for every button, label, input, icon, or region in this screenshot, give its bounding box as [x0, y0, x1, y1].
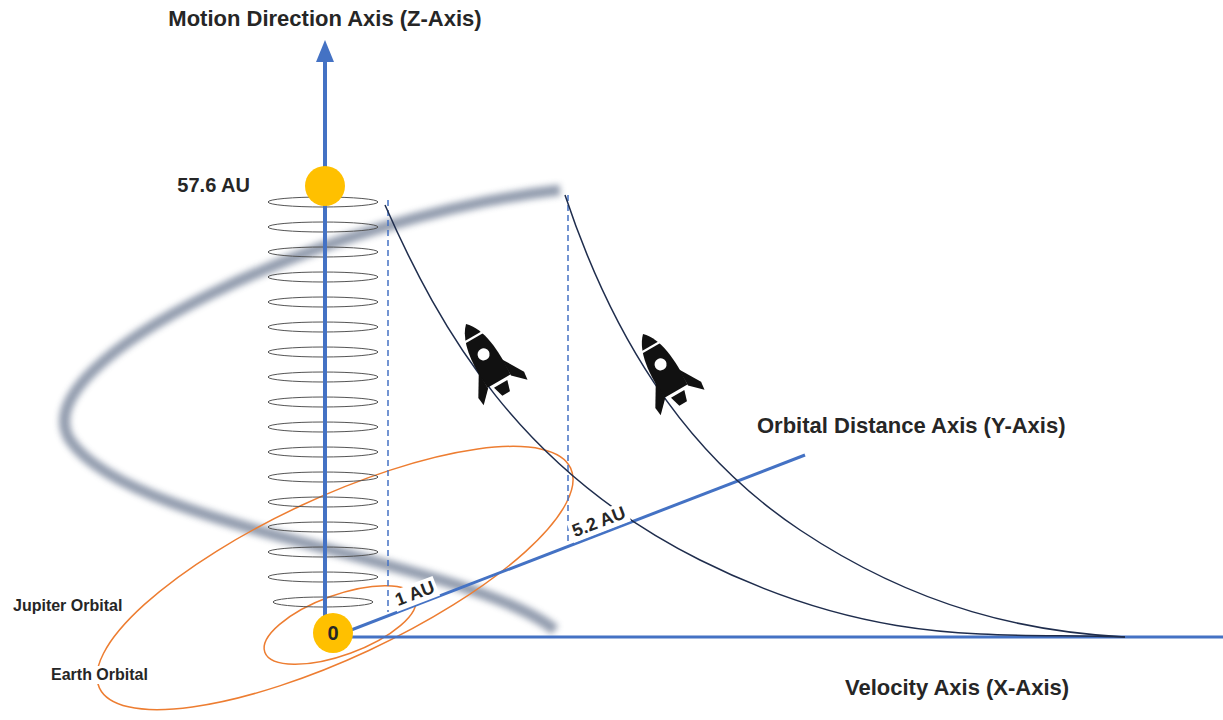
rocket-icon — [620, 321, 706, 417]
orbit-label: Earth Orbital — [48, 666, 151, 684]
projection-line — [567, 195, 569, 543]
trajectory — [565, 195, 1125, 637]
y-axis — [333, 455, 805, 637]
origin-label: 0 — [327, 623, 338, 643]
earth-orbit — [255, 569, 426, 680]
sun-origin: 0 — [313, 613, 353, 653]
axis-label: Velocity Axis (X-Axis) — [845, 675, 1069, 700]
axis-label: Orbital Distance Axis (Y-Axis) — [757, 413, 1066, 438]
distance-label: 5.2 AU — [567, 501, 632, 542]
galactic-helix — [65, 190, 560, 630]
z-axis-arrowhead — [316, 40, 334, 62]
distance-label: 57.6 AU — [177, 174, 250, 197]
trajectory — [385, 205, 1125, 637]
distance-label: 1 AU — [390, 576, 441, 612]
projection-line — [387, 200, 389, 612]
axis-label: Motion Direction Axis (Z-Axis) — [168, 6, 481, 31]
z-axis — [323, 60, 327, 635]
sun-position — [305, 166, 345, 206]
rocket-icon — [443, 311, 529, 407]
orbit-label: Jupiter Orbital — [10, 597, 125, 615]
